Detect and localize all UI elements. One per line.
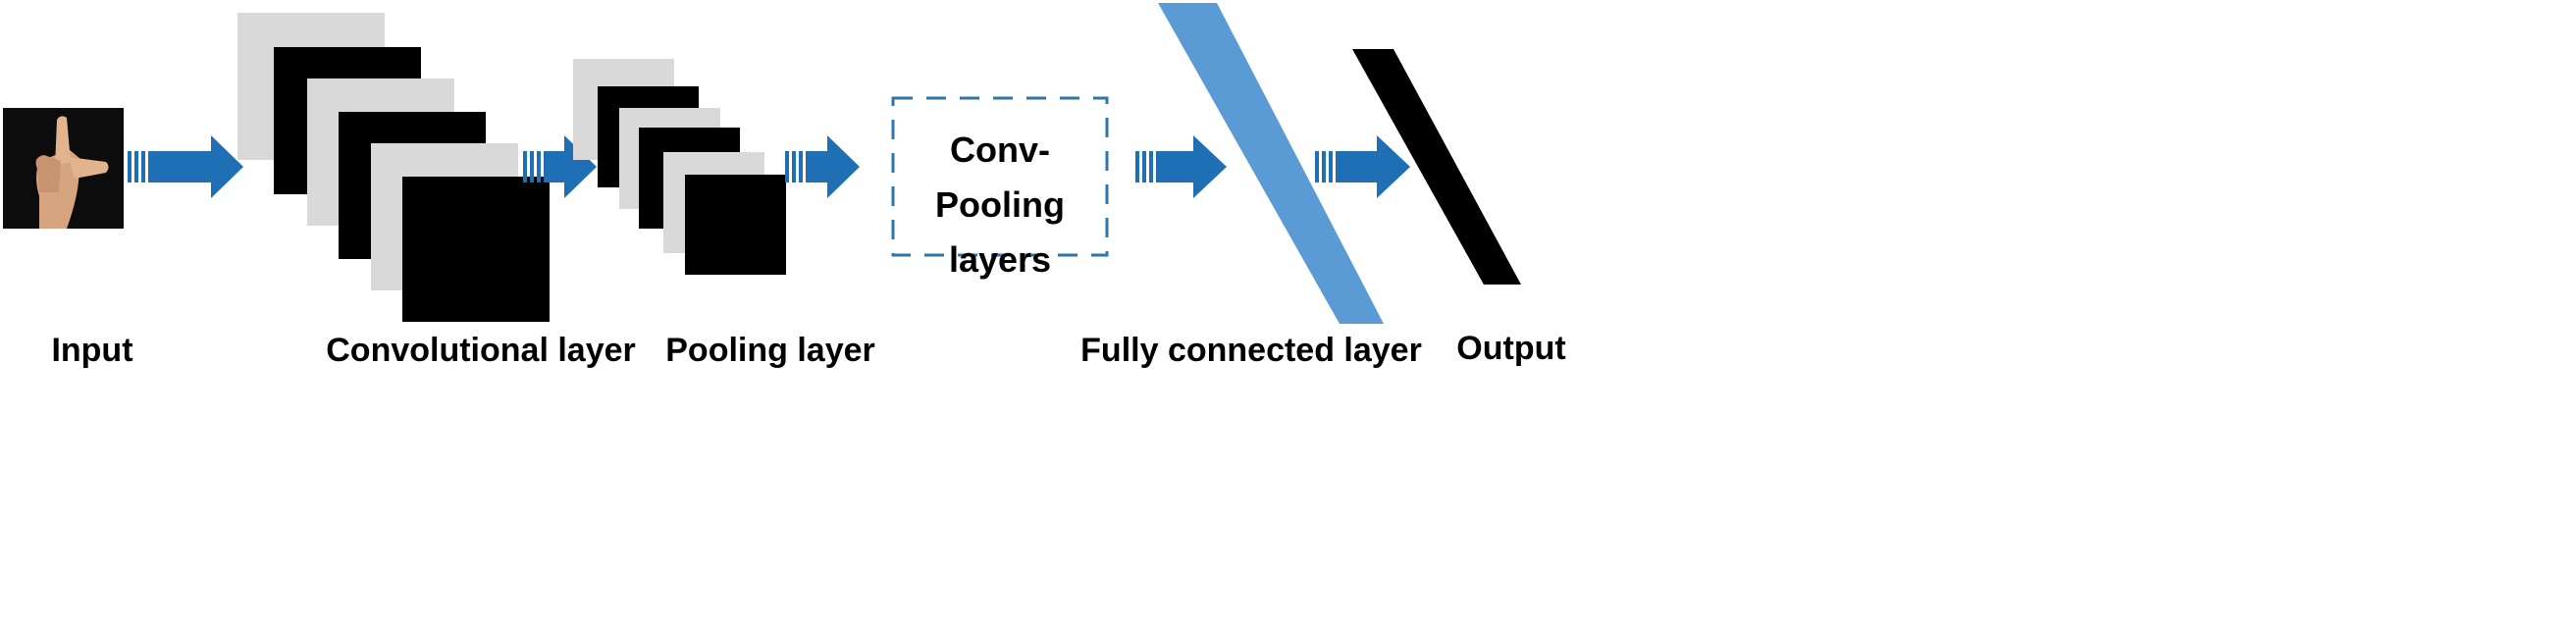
label-pooling-layer: Pooling layer xyxy=(665,332,875,369)
label-convolutional-layer: Convolutional layer xyxy=(326,332,636,369)
label-input: Input xyxy=(51,332,133,369)
label-output: Output xyxy=(1456,330,1566,367)
conv-pooling-line2: layers xyxy=(948,239,1052,280)
arrow-input-to-conv xyxy=(128,135,243,198)
arrow-conv-to-pool xyxy=(523,135,597,198)
input-image xyxy=(3,108,124,229)
arrow-pool-to-convpool xyxy=(785,135,860,198)
pooling-feature-maps xyxy=(573,59,786,275)
label-fully-connected-layer: Fully connected layer xyxy=(1080,332,1422,369)
arrow-convpool-to-fc xyxy=(1135,135,1227,198)
conv-pooling-text: Conv-Pooling layers xyxy=(893,123,1107,287)
conv-pooling-box xyxy=(891,96,1109,257)
output-bar xyxy=(1352,49,1521,285)
arrow-fc-to-output xyxy=(1315,135,1410,198)
conv-pooling-line1: Conv-Pooling xyxy=(935,130,1065,225)
convolutional-feature-maps xyxy=(237,13,550,322)
fully-connected-bar xyxy=(1158,3,1384,324)
